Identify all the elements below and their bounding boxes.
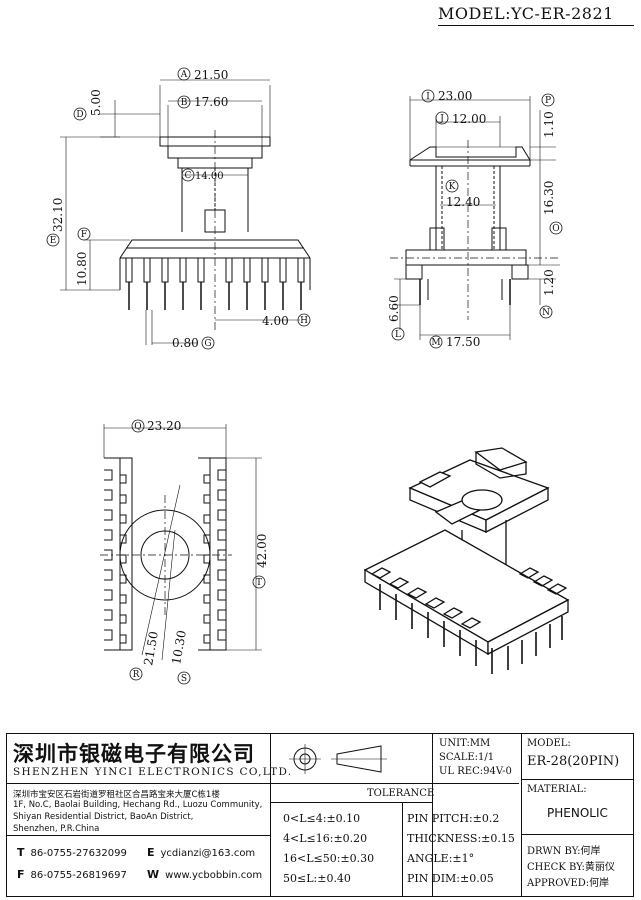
company-name-en: SHENZHEN YINCI ELECTRONICS CO,LTD. — [13, 766, 293, 778]
model-title: MODEL:YC-ER-2821 — [438, 4, 614, 23]
email-prefix: E — [147, 846, 155, 859]
top-view — [100, 424, 262, 661]
dim-t: 42.00 — [255, 534, 269, 568]
label-b: B — [181, 98, 188, 108]
tel-line: T 86-0755-27632099 — [17, 846, 127, 859]
address-en-2: Shiyan Residential District, BaoAn Distr… — [13, 812, 194, 822]
dim-k: 12.40 — [446, 195, 480, 209]
model-label: MODEL: — [527, 738, 571, 749]
dim-o: 16.30 — [542, 181, 556, 215]
fax-number: 86-0755-26819697 — [30, 870, 127, 881]
tolerance-title: TOLERANCE — [367, 788, 435, 799]
check-by: CHECK BY:黄丽仪 — [527, 862, 615, 873]
address-cn: 深圳市宝安区石岩街道罗租社区合昌路宝来大厦C栋1楼 — [13, 790, 220, 800]
tolerance-4: 50≤L:±0.40 — [283, 872, 351, 885]
web-address: www.ycbobbin.com — [165, 870, 263, 881]
approved-by: APPROVED:何岸 — [527, 878, 610, 889]
material-label: MATERIAL: — [527, 784, 587, 795]
dim-h: 4.00 — [262, 314, 289, 328]
dim-f: 10.80 — [75, 252, 89, 286]
title-block: 深圳市银磁电子有限公司 SHENZHEN YINCI ELECTRONICS C… — [6, 733, 634, 897]
unit: UNIT:MM — [439, 738, 491, 749]
email-address: ycdianzi@163.com — [160, 848, 256, 859]
dim-r: 21.50 — [141, 630, 161, 666]
dim-g: 0.80 — [172, 336, 199, 350]
tolerance-3: 16<L≤50:±0.30 — [283, 852, 375, 865]
angle: ANGLE:±1° — [407, 852, 475, 865]
pin-dim: PIN DIM:±0.05 — [407, 872, 494, 885]
dim-m: 17.50 — [446, 335, 480, 349]
dim-n: 1.20 — [542, 269, 556, 296]
dim-e: 32.10 — [51, 198, 65, 232]
dim-b: 17.60 — [194, 95, 228, 109]
tel-number: 86-0755-27632099 — [30, 848, 127, 859]
front-view — [60, 79, 311, 345]
dim-a: 21.50 — [194, 68, 228, 82]
label-n: N — [542, 308, 550, 318]
dim-c: 14.00 — [195, 171, 224, 182]
address-en-1: 1F, No.C, Baolai Building, Hechang Rd., … — [13, 800, 263, 810]
projection-symbol — [289, 744, 387, 774]
tolerance-1: 0<L≤4:±0.10 — [283, 812, 361, 825]
fax-line: F 86-0755-26819697 — [17, 868, 127, 881]
label-r: R — [133, 670, 140, 680]
label-d: D — [76, 110, 83, 120]
label-g: G — [204, 339, 211, 349]
label-s: S — [181, 674, 187, 684]
technical-drawing: A B C D E F H G 21.50 17.60 14.00 4.00 0… — [46, 67, 570, 685]
label-q: Q — [134, 422, 141, 432]
dim-l: 6.60 — [387, 295, 401, 322]
label-p: P — [545, 96, 551, 106]
label-l: L — [395, 330, 401, 340]
dim-s: 10.30 — [169, 629, 189, 665]
dim-i: 23.00 — [438, 89, 472, 103]
fax-prefix: F — [17, 868, 25, 881]
tolerance-2: 4<L≤16:±0.20 — [283, 832, 368, 845]
company-name-cn: 深圳市银磁电子有限公司 — [13, 742, 255, 766]
pin-pitch: PIN PITCH:±0.2 — [407, 812, 500, 825]
ul-rec: UL REC:94V-0 — [439, 766, 512, 777]
label-c: C — [185, 171, 192, 181]
model-value: ER-28(20PIN) — [527, 754, 620, 769]
thickness: THICKNESS:±0.15 — [407, 832, 515, 845]
dim-d: 5.00 — [89, 89, 103, 116]
scale: SCALE:1/1 — [439, 752, 495, 763]
label-h: H — [300, 316, 308, 326]
dim-p: 1.10 — [542, 111, 556, 138]
model-underline — [438, 25, 634, 26]
label-o: O — [552, 224, 559, 234]
dim-q: 23.20 — [147, 419, 181, 433]
web-prefix: W — [147, 868, 160, 881]
tel-prefix: T — [17, 846, 25, 859]
label-i: I — [426, 92, 430, 102]
address-en-3: Shenzhen, P.R.China — [13, 824, 100, 834]
dim-j: 12.00 — [452, 112, 486, 126]
drawn-by: DRWN BY:何岸 — [527, 846, 601, 857]
label-m: M — [431, 338, 440, 348]
isometric-view — [363, 447, 570, 674]
label-a: A — [180, 70, 188, 80]
side-view — [390, 96, 560, 340]
label-f: F — [81, 230, 87, 240]
label-j: J — [439, 114, 444, 124]
label-k: K — [449, 182, 456, 192]
label-t: T — [256, 578, 262, 588]
label-e: E — [50, 236, 57, 246]
material-value: PHENOLIC — [547, 806, 608, 820]
